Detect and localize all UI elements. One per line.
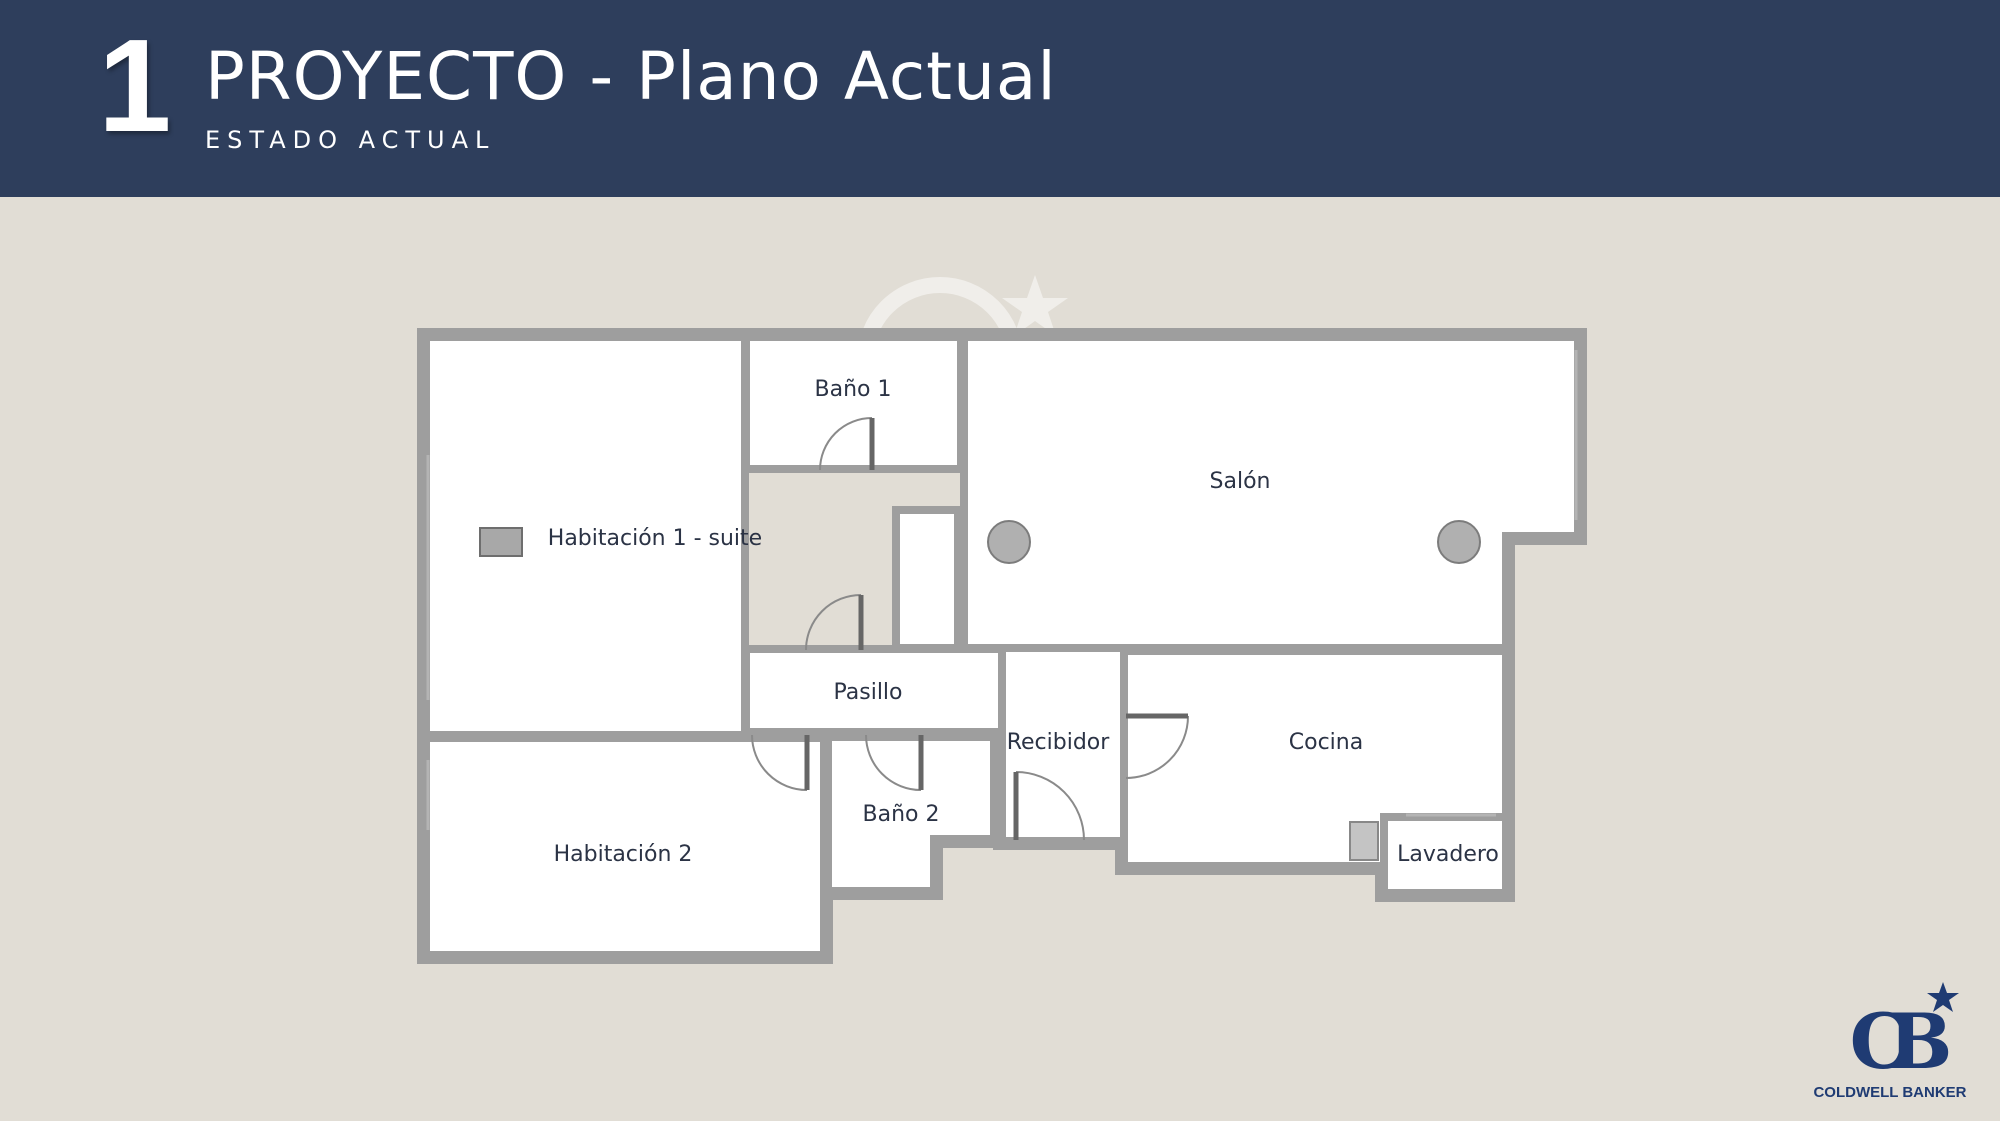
windows [426,350,1578,830]
room-bano1 [742,333,965,473]
column-left [987,520,1031,564]
doors [751,417,1189,841]
slide-number: 1 [98,12,172,159]
fixtures [479,520,1481,861]
fixture-box [479,527,523,557]
label-habitacion1: Habitación 1 - suite [548,526,762,551]
label-bano2: Baño 2 [863,802,940,827]
label-recibidor: Recibidor [1007,730,1111,755]
page-subtitle: ESTADO ACTUAL [205,126,496,154]
header-band: 1 PROYECTO - Plano Actual ESTADO ACTUAL [0,0,2000,197]
label-cocina: Cocina [1289,730,1363,755]
column-right [1437,520,1481,564]
label-bano1: Baño 1 [815,377,892,402]
label-lavadero: Lavadero [1397,842,1499,867]
outer-wall [417,328,1587,964]
logo-star-icon [1927,982,1959,1012]
small-closet [892,506,962,652]
logo-brand: COLDWELL BANKER [1813,1084,1966,1101]
label-pasillo: Pasillo [833,680,902,705]
room-salon [960,333,1582,652]
laundry-fixture [1349,821,1379,861]
coldwell-banker-logo: CB COLDWELL BANKER [1813,982,1971,1101]
room-labels: Baño 1 Salón Habitación 1 - suite Pasill… [548,377,1499,867]
label-salon: Salón [1210,469,1271,494]
label-habitacion2: Habitación 2 [554,842,693,867]
page-title: PROYECTO - Plano Actual [205,38,1057,115]
